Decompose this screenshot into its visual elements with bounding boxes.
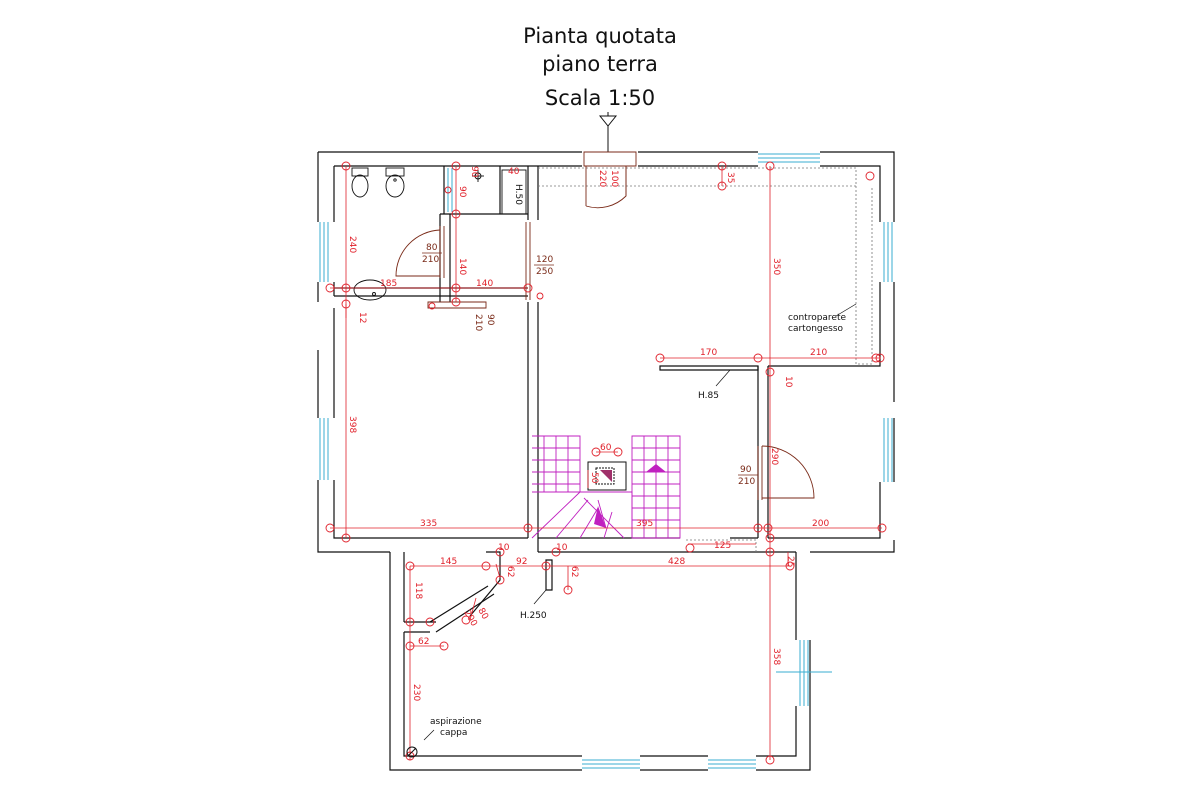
- dim-140v: 140: [457, 258, 467, 275]
- label-h250: H.250: [520, 611, 547, 621]
- cabinet-icon: [501, 169, 527, 215]
- plan-subtitle: piano terra: [542, 52, 658, 76]
- dim-90b: 90: [457, 186, 467, 198]
- dim-428: 428: [668, 557, 685, 567]
- door-hall-width: 120: [536, 255, 553, 265]
- dim-200: 200: [812, 519, 829, 529]
- dim-90a: 90: [469, 166, 479, 178]
- windows: [319, 153, 893, 769]
- sink-icon: [353, 279, 387, 301]
- bathroom-fixtures: [351, 167, 527, 301]
- dim-10c: 10: [556, 543, 568, 553]
- door-hall-height: 250: [536, 267, 553, 277]
- dimension-markers: [325, 161, 887, 765]
- door-bath-width: 80: [426, 243, 438, 253]
- extractor-hood-icon: [406, 746, 418, 758]
- plan-title: Pianta quotata: [523, 24, 677, 48]
- label-h50: H.50: [513, 184, 523, 205]
- door-small-height: 210: [473, 314, 483, 331]
- dimension-lines: [330, 166, 882, 760]
- door-right-width: 90: [740, 465, 752, 475]
- staircase: [531, 435, 681, 539]
- dim-140h: 140: [476, 279, 493, 289]
- dim-350: 350: [771, 258, 781, 275]
- door-bath-height: 210: [422, 255, 439, 265]
- label-aspirazione: aspirazione: [430, 717, 482, 727]
- dim-335: 335: [420, 519, 437, 529]
- dim-10a: 10: [783, 376, 793, 388]
- dim-358: 358: [771, 648, 781, 665]
- dim-220: 220: [597, 170, 607, 187]
- dim-50: 50: [589, 472, 599, 484]
- label-cartongesso: cartongesso: [788, 324, 844, 334]
- dim-395: 395: [636, 519, 653, 529]
- plan-scale: Scala 1:50: [544, 86, 656, 110]
- countertop: [538, 167, 873, 552]
- dim-12: 12: [357, 312, 367, 323]
- leader-lines: [423, 303, 857, 741]
- dim-35: 35: [725, 172, 735, 183]
- dim-240: 240: [347, 236, 357, 253]
- door-small-width: 90: [485, 314, 495, 326]
- dim-398: 398: [347, 416, 357, 433]
- label-h85: H.85: [698, 391, 719, 401]
- dim-170: 170: [700, 348, 717, 358]
- dim-62a: 62: [505, 566, 515, 577]
- door-size-labels: 80 210 120 250 210 90 90 210: [422, 243, 758, 487]
- dim-10b: 10: [498, 543, 510, 553]
- dim-80: 80: [475, 607, 490, 622]
- dim-60: 60: [600, 443, 612, 453]
- dim-210: 210: [810, 348, 827, 358]
- label-controparete: controparete: [788, 313, 846, 323]
- dim-62c: 62: [418, 637, 429, 647]
- dim-25: 25: [785, 556, 795, 567]
- dim-118: 118: [413, 582, 423, 599]
- dim-290: 290: [769, 448, 779, 465]
- label-cappa: cappa: [440, 728, 467, 738]
- dim-185: 185: [380, 279, 397, 289]
- doors: [395, 151, 815, 500]
- dimension-texts: 240 398 335 185 140 140 90 90 40 12 220 …: [347, 166, 829, 701]
- bidet-icon: [385, 167, 405, 198]
- dim-100: 100: [609, 170, 619, 187]
- dim-62b: 62: [569, 566, 579, 577]
- dim-230: 230: [411, 684, 421, 701]
- dim-125: 125: [714, 541, 731, 551]
- annotation-labels: H.50 H.85 H.250 controparete cartongesso…: [430, 184, 846, 738]
- dim-145: 145: [440, 557, 457, 567]
- shower-icon: [472, 170, 484, 182]
- dim-40: 40: [508, 167, 520, 177]
- entrance-marker-icon: [598, 112, 618, 152]
- door-right-height: 210: [738, 477, 755, 487]
- toilet-icon: [351, 167, 369, 198]
- dim-92: 92: [516, 557, 527, 567]
